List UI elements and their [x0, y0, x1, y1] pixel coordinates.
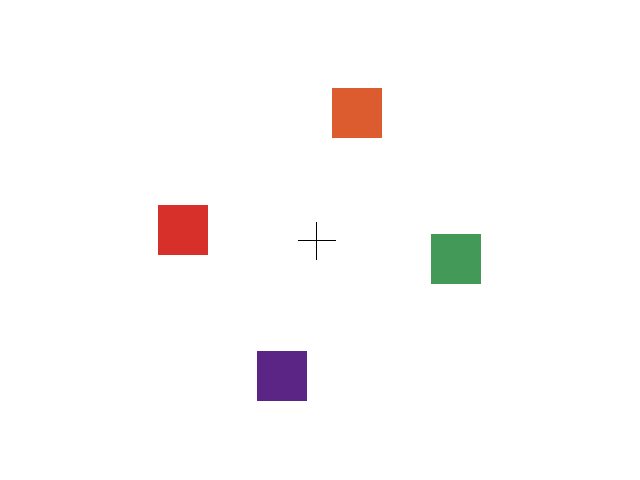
red-square — [158, 205, 208, 255]
orange-square — [332, 88, 382, 138]
fixation-cross-icon — [298, 222, 336, 260]
purple-square — [257, 351, 307, 401]
green-square — [431, 234, 481, 284]
fixation-horizontal-stroke — [298, 240, 336, 241]
fixation-vertical-stroke — [316, 222, 317, 260]
